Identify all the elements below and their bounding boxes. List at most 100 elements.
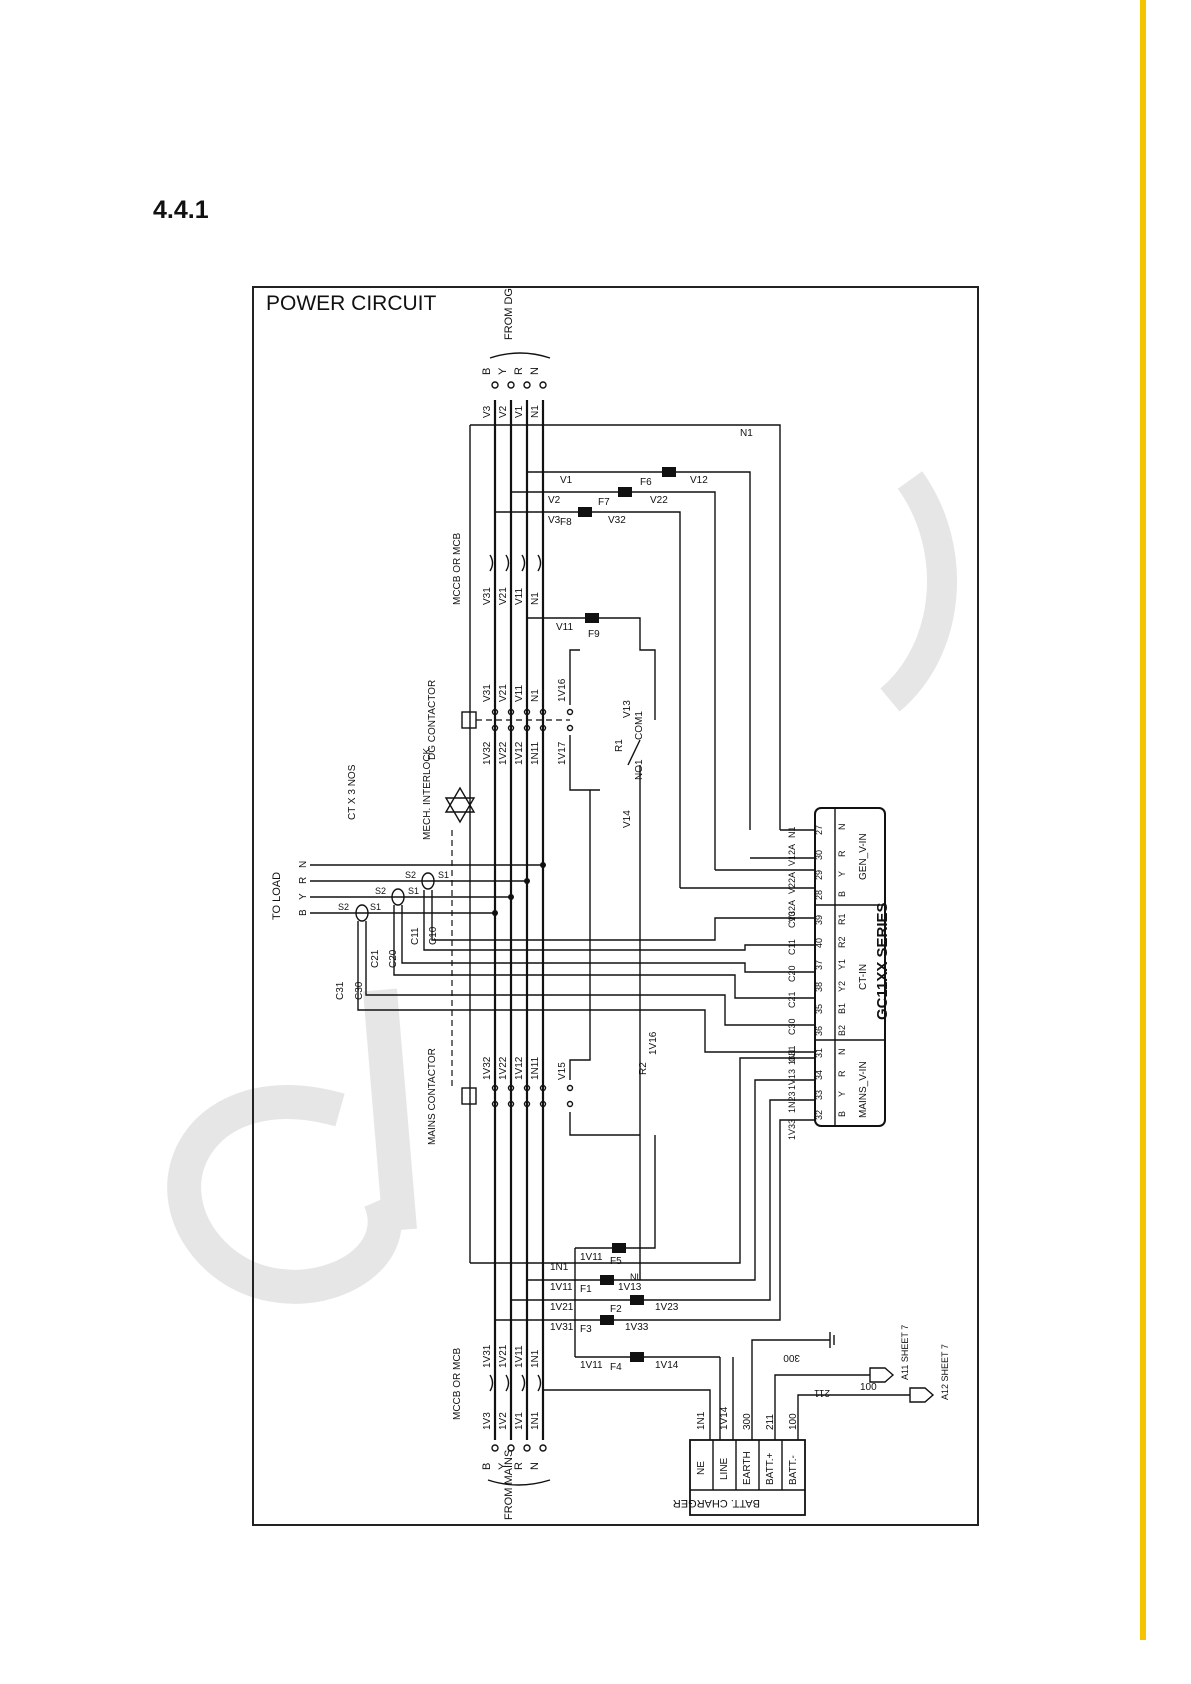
dg-contactor-out-1n11: 1N11 (530, 741, 541, 765)
accent-bar (1140, 0, 1146, 1640)
fuse-f3-in: 1V31 (550, 1322, 574, 1333)
fuse-f8-label: F8 (560, 517, 572, 528)
ct-wire-in-c11: C11 (787, 939, 797, 955)
phase-label-n-bottom: N (529, 1462, 541, 1470)
gen-sig-r: R (837, 850, 847, 857)
wire-300-label: 300 (783, 1352, 800, 1363)
fuse-f6-out: V12 (690, 475, 708, 486)
relay-r1-com1: COM1 (634, 711, 645, 740)
charger-earth: EARTH (742, 1451, 753, 1485)
dg-mccb-out-n1: N1 (530, 592, 541, 605)
dg-contactor-out-1v32: 1V32 (482, 741, 493, 765)
charger-wire-1n1: 1N1 (696, 1411, 707, 1430)
a12-sheet7: A12 SHEET 7 (940, 1344, 950, 1400)
ct-wire-c10: C10 (428, 926, 439, 945)
from-mains-label: FROM MAINS (503, 1450, 515, 1520)
gen-wire-v32a: V32A (787, 900, 797, 922)
fuse-f4-in: 1V11 (580, 1360, 603, 1371)
phase-buses (493, 400, 545, 1440)
fuse-f7-in: V2 (548, 495, 561, 506)
to-load-label: TO LOAD (271, 872, 283, 920)
ct-sig-b2: B2 (837, 1025, 847, 1036)
mains-wire-1n1: 1N1 (530, 1411, 541, 1430)
dg-wire-n1: N1 (530, 405, 541, 418)
dg-mccb: MCCB OR MCB V31 V21 V11 N1 (452, 532, 542, 605)
dg-mccb-out-v21: V21 (498, 587, 509, 605)
mains-wire-1v3: 1V3 (482, 1412, 493, 1430)
mains-t32: 32 (814, 1110, 824, 1120)
charger-wire-211: 211 (765, 1414, 776, 1430)
fuse-f7-out: V22 (650, 495, 668, 506)
fuse-f1-out: 1V13 (618, 1282, 642, 1293)
ct-wire-c30: C30 (354, 981, 365, 1000)
charger-wire-300: 300 (742, 1413, 753, 1430)
fuse-f3-label: F3 (580, 1324, 592, 1335)
gen-t28: 28 (814, 890, 824, 900)
dg-contactor-in-n1: N1 (530, 689, 541, 702)
mains-mccb-1v31: 1V31 (482, 1344, 493, 1368)
dg-wire-v2: V2 (498, 405, 509, 418)
mains-contactor-1n11: 1N11 (530, 1056, 541, 1080)
dg-wire-v1: V1 (514, 405, 525, 418)
charger-batt-minus: BATT.- (788, 1455, 799, 1485)
ct3-s1: S1 (370, 902, 381, 912)
mains-wire-1n1: 1N1 (787, 1048, 797, 1065)
gen-t29: 29 (814, 870, 824, 880)
fuse-f7-label: F7 (598, 497, 610, 508)
dg-contactor-out-1v12: 1V12 (514, 741, 525, 765)
mains-mccb: MCCB OR MCB 1V31 1V21 1V11 1N1 1V3 1V2 1… (452, 1344, 542, 1430)
gen-t27: 27 (814, 825, 824, 835)
ct-wire-in-c31: C31 (787, 1045, 797, 1062)
gen-wire-v12a: V12A (787, 844, 797, 866)
phase-label-r-top: R (513, 367, 525, 375)
ct-t38: 38 (814, 982, 824, 992)
ct-in-label: CT-IN (858, 964, 869, 990)
phase-label-b-bottom: B (481, 1463, 493, 1470)
phase-label-n-top: N (529, 367, 541, 375)
ct-t37: 37 (814, 960, 824, 970)
n1-neutral-wire: N1 (469, 424, 781, 1263)
mains-input-terminals: B Y R N FROM MAINS (481, 1444, 551, 1520)
gen-wire-v22a: V22A (787, 872, 797, 894)
mains-wire-1n23: 1N23 (787, 1091, 797, 1113)
gen-sig-n: N (837, 824, 847, 831)
relay-r2-wire: 1V16 (648, 1031, 659, 1055)
charger-ne: NE (696, 1461, 707, 1475)
ct-sig-y2: Y2 (837, 981, 847, 992)
dg-fuse-group: F6 F7 F8 V1 V12 V2 V22 V3 V32 (495, 467, 751, 888)
relay-r2-label: R2 (638, 1062, 649, 1075)
gen-sig-y: Y (837, 871, 847, 877)
mains-wire-1v1: 1V1 (514, 1412, 525, 1430)
dg-mccb-out-v31: V31 (482, 587, 493, 605)
mech-interlock: MECH. INTERLOCK CT X 3 NOS (347, 747, 476, 1090)
ct-sig-r2: R2 (837, 936, 847, 948)
ct-label: CT X 3 NOS (347, 764, 358, 820)
dg-contactor-in-1v16: 1V16 (557, 678, 568, 702)
dg-contactor-in-v11: V11 (514, 685, 525, 702)
mains-contactor-v15: V15 (557, 1062, 568, 1080)
ct-t40: 40 (814, 938, 824, 948)
battery-charger: BATT. CHARGER NE LINE EARTH BATT.+ BATT.… (543, 1325, 950, 1516)
dg-contactor-out-1v17: 1V17 (557, 741, 568, 765)
load-phase-b: B (298, 909, 309, 916)
dg-input-terminals: B Y R N FROM DG V3 V2 V1 N1 (481, 288, 551, 418)
fuse-f1-in: 1V11 (550, 1282, 573, 1293)
mains-contactor-label: MAINS CONTACTOR (427, 1048, 438, 1145)
fuse-f2-label: F2 (610, 1304, 622, 1315)
charger-wire-1v14: 1V14 (719, 1406, 730, 1430)
fuse-f4-label: F4 (610, 1362, 622, 1373)
controller-feed-wires (470, 829, 815, 1321)
mains-1n1-wire: 1N1 (550, 1262, 569, 1273)
ct-t39: 39 (814, 915, 824, 925)
ct-wire-in-c30: C30 (787, 1018, 797, 1035)
n1-wire-label: N1 (740, 428, 753, 439)
fuse-f6-label: F6 (640, 477, 652, 488)
fuse-f5-in: 1V11 (580, 1252, 603, 1263)
ct-wire-in-c20: C20 (787, 965, 797, 982)
controller-name: GC11XX SERIES (874, 902, 891, 1020)
phase-label-r-bottom: R (513, 1462, 525, 1470)
fuse-f1-label: F1 (580, 1284, 592, 1295)
mains-contactor: MAINS CONTACTOR 1V32 1V22 1V12 1N11 V15 … (427, 790, 659, 1145)
load-phase-r: R (298, 877, 309, 884)
ct-wire-c20: C20 (388, 949, 399, 968)
